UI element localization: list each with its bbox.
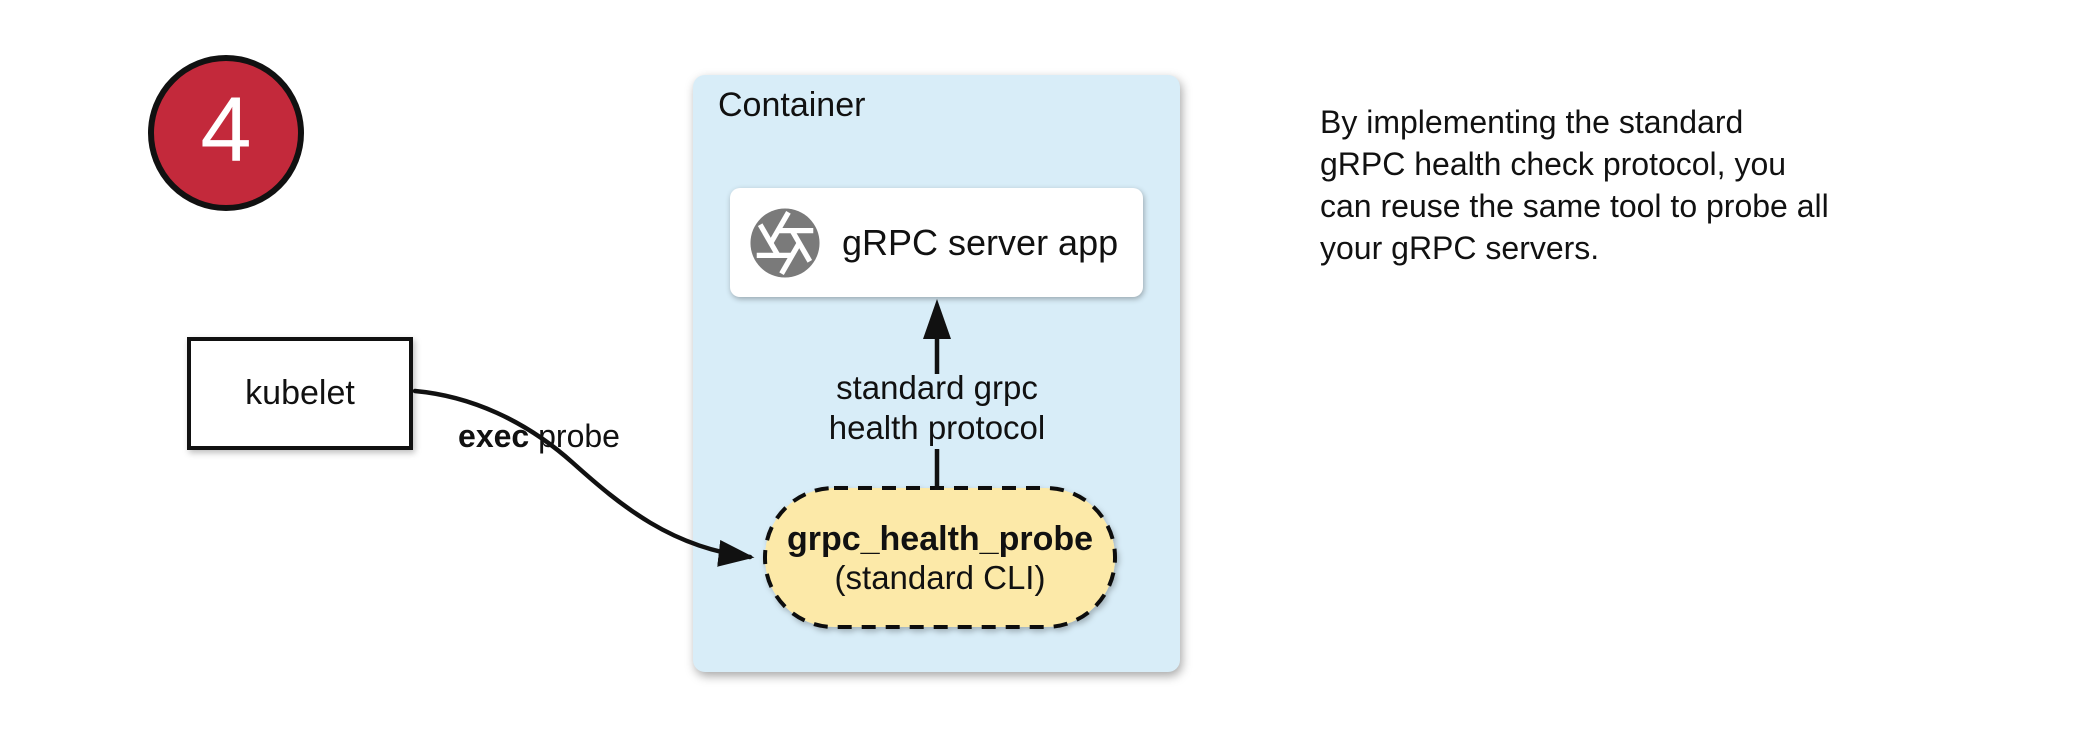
kubelet-box: kubelet: [187, 337, 413, 450]
probe-pill-subtitle: (standard CLI): [834, 558, 1046, 596]
grpc-server-label: gRPC server app: [842, 221, 1119, 263]
step-number: 4: [200, 79, 252, 181]
exec-probe-label-bold: exec: [458, 418, 530, 454]
container-title: Container: [718, 86, 866, 124]
note-line: can reuse the same tool to probe all: [1320, 188, 1829, 224]
probe-pill: grpc_health_probe (standard CLI): [762, 487, 1118, 628]
aperture-icon: [748, 206, 822, 280]
note-line: By implementing the standard: [1320, 104, 1744, 140]
protocol-label-line1: standard grpc: [836, 369, 1038, 406]
probe-pill-title: grpc_health_probe: [786, 519, 1094, 558]
step-badge: 4: [148, 55, 304, 211]
exec-probe-label: exec probe: [429, 418, 649, 455]
kubelet-label: kubelet: [245, 374, 355, 412]
protocol-label-line2: health protocol: [828, 409, 1046, 446]
note-line: gRPC health check protocol, you: [1320, 146, 1787, 182]
note-line: your gRPC servers.: [1320, 230, 1600, 266]
protocol-arrow-label: standard grpc health protocol: [787, 368, 1087, 448]
exec-probe-label-rest: probe: [529, 418, 620, 454]
note-text: By implementing the standard gRPC health…: [1320, 101, 1840, 269]
grpc-server-box: gRPC server app: [730, 188, 1143, 297]
